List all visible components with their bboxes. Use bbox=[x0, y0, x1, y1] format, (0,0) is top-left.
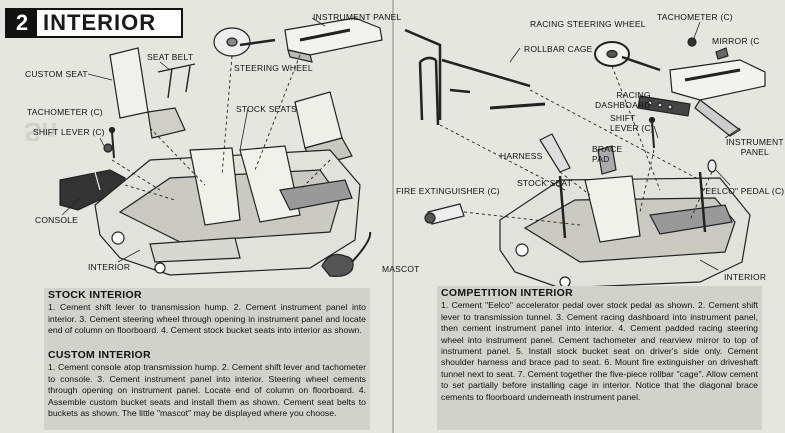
instrument-panel-part bbox=[284, 17, 383, 63]
label-tachometer-right: TACHOMETER (C) bbox=[657, 12, 733, 22]
custom-interior-heading: CUSTOM INTERIOR bbox=[48, 349, 151, 361]
competition-interior-text: 1. Cement "Eelco" accelerator pedal over… bbox=[441, 300, 758, 402]
label-harness: HARNESS bbox=[500, 151, 543, 161]
label-steering-wheel: STEERING WHEEL bbox=[234, 63, 313, 73]
label-stock-seats: STOCK SEATS bbox=[236, 104, 297, 114]
label-shift-lever: SHIFT LEVER (C) bbox=[33, 127, 105, 137]
label-rollbar-cage: ROLLBAR CAGE bbox=[524, 44, 593, 54]
label-mascot: MASCOT bbox=[382, 264, 420, 274]
custom-interior-box: CUSTOM INTERIOR 1. Cement console atop t… bbox=[44, 348, 370, 430]
shift-lever-part bbox=[108, 126, 116, 159]
fire-extinguisher-part bbox=[424, 203, 465, 225]
brace-pad-part bbox=[597, 145, 617, 175]
stock-interior-box: STOCK INTERIOR 1. Cement shift lever to … bbox=[44, 288, 370, 348]
stock-interior-text: 1. Cement shift lever to transmission hu… bbox=[48, 302, 366, 336]
label-instrument-panel-right: INSTRUMENT PANEL bbox=[726, 137, 784, 157]
label-console: CONSOLE bbox=[35, 215, 78, 225]
leader-lines bbox=[61, 17, 741, 271]
page-fold bbox=[392, 0, 394, 433]
label-mirror: MIRROR (C bbox=[712, 36, 760, 46]
label-shift-lever-right: SHIFT LEVER (C) bbox=[610, 113, 654, 133]
shift-lever-right-part bbox=[648, 116, 656, 149]
guide-lines-left bbox=[111, 54, 331, 201]
section-title: INTERIOR bbox=[43, 10, 157, 35]
label-eelco-pedal: "EELCO" PEDAL (C) bbox=[702, 186, 785, 196]
label-racing-dashboard: RACING DASHBOARD bbox=[595, 90, 651, 110]
instrument-panel-right-part bbox=[669, 59, 766, 137]
interior-tub-left bbox=[94, 145, 361, 276]
mascot-part bbox=[321, 231, 372, 277]
label-instrument-panel: INSTRUMENT PANEL bbox=[313, 12, 402, 22]
steering-wheel-part bbox=[213, 27, 276, 57]
custom-interior-text: 1. Cement console atop transmission hump… bbox=[48, 362, 366, 419]
racing-steering-wheel-part bbox=[594, 41, 661, 72]
label-interior-left: INTERIOR bbox=[88, 262, 131, 272]
label-seat-belt: SEAT BELT bbox=[147, 52, 194, 62]
guide-lines-right bbox=[439, 65, 713, 226]
label-custom-seat: CUSTOM SEAT bbox=[25, 69, 88, 79]
stock-interior-heading: STOCK INTERIOR bbox=[48, 289, 142, 301]
eelco-pedal-part bbox=[707, 159, 717, 173]
label-racing-steering-wheel: RACING STEERING WHEEL bbox=[530, 19, 646, 29]
tachometer-right-part bbox=[687, 37, 697, 47]
competition-interior-box: COMPETITION INTERIOR 1. Cement "Eelco" a… bbox=[437, 286, 762, 430]
rollbar-cage-part bbox=[404, 28, 546, 126]
section-header: 2 INTERIOR bbox=[5, 8, 183, 38]
seat-belt-part bbox=[157, 63, 196, 99]
label-stock-seat: STOCK SEAT bbox=[517, 178, 573, 188]
label-interior-right: INTERIOR bbox=[724, 272, 767, 282]
harness-part bbox=[539, 133, 571, 173]
mirror-part bbox=[715, 47, 729, 60]
label-tachometer: TACHOMETER (C) bbox=[27, 107, 103, 117]
competition-interior-heading: COMPETITION INTERIOR bbox=[441, 287, 573, 299]
custom-seat-part bbox=[109, 47, 186, 139]
label-brace-pad: BRACE PAD bbox=[592, 144, 623, 164]
label-fire-extinguisher: FIRE EXTINGUISHER (C) bbox=[396, 186, 500, 196]
tachometer-part bbox=[103, 143, 113, 153]
section-number: 2 bbox=[7, 10, 37, 36]
racing-dashboard-part bbox=[637, 95, 691, 117]
interior-tub-right bbox=[499, 171, 751, 289]
